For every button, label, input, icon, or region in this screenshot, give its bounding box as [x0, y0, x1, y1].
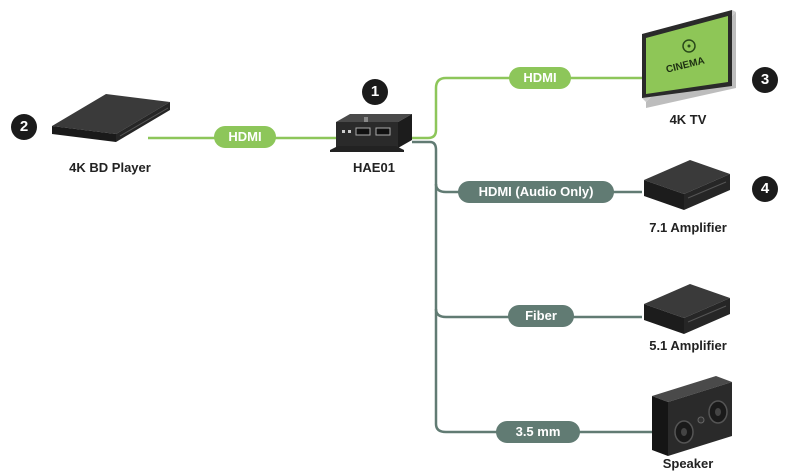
connection-label-hub-speaker: 3.5 mm	[496, 421, 580, 443]
player-label: 4K BD Player	[69, 160, 151, 175]
amp51-label: 5.1 Amplifier	[649, 338, 727, 353]
tv-icon: CINEMA	[636, 8, 746, 117]
connection-label-hub-tv: HDMI	[509, 67, 571, 89]
amplifier-71-icon	[640, 152, 736, 221]
wire-hub-tv	[412, 76, 646, 140]
hub-label: HAE01	[353, 160, 395, 175]
wire-hub-amp51	[434, 308, 642, 319]
connection-label-player-hub: HDMI	[214, 126, 276, 148]
tv-label: 4K TV	[669, 112, 707, 127]
connection-label-hub-amp71: HDMI (Audio Only)	[458, 181, 614, 203]
audio-extractor-icon	[326, 112, 426, 163]
amp71-label: 7.1 Amplifier	[649, 220, 727, 235]
badge-tv: 3	[752, 67, 778, 93]
connection-label-hub-amp51: Fiber	[508, 305, 574, 327]
badge-hub: 1	[362, 79, 388, 105]
speaker-icon	[646, 374, 736, 463]
speaker-label: Speaker	[662, 456, 714, 471]
amplifier-51-icon	[640, 276, 736, 345]
wire-hub-amp71	[434, 183, 642, 194]
wire-hub-trunk	[412, 140, 652, 434]
bluray-player-icon	[42, 90, 172, 155]
badge-amp71: 4	[752, 176, 778, 202]
badge-player: 2	[11, 114, 37, 140]
